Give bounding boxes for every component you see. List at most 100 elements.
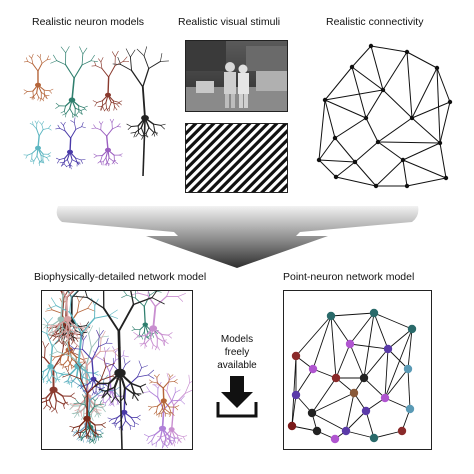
- bio-central-neuron-basal: [139, 383, 147, 388]
- bio-neuron-20-basal: [94, 432, 96, 438]
- bio-neuron-17-basal: [91, 391, 94, 396]
- bio-neuron-17-basal: [93, 391, 98, 395]
- bio-neuron-13-basal: [164, 436, 167, 445]
- bio-neuron-17-basal: [87, 378, 95, 385]
- bio-neuron-15-apical: [94, 404, 101, 407]
- bio-neuron-22-apical: [65, 291, 74, 299]
- bio-neuron-5-apical: [123, 357, 126, 366]
- bio-neuron-5-basal: [123, 411, 132, 418]
- bio-neuron-10-apical: [83, 325, 91, 334]
- point-neuron-graph: [287, 308, 417, 444]
- bio-neuron-10-basal: [74, 408, 79, 412]
- bio-neuron-2-basal: [70, 395, 76, 400]
- neuron-morphology-7-basal: [100, 160, 103, 166]
- neuron-morphology-4-basal: [160, 124, 165, 130]
- bio-neuron-14-basal: [56, 327, 61, 333]
- point-network-edge: [363, 348, 389, 379]
- neuron-morphology-1-basal: [37, 97, 39, 101]
- bio-central-neuron-apical: [86, 296, 105, 309]
- neuron-morphology-2-basal: [80, 108, 86, 111]
- point-network-edge: [363, 377, 386, 399]
- bio-neuron-2-basal: [55, 399, 64, 405]
- bio-neuron-20-basal: [87, 427, 91, 435]
- bio-neuron-15-basal: [99, 434, 103, 438]
- bio-neuron-16-apical: [108, 309, 118, 316]
- bio-neuron-1-basal: [102, 399, 105, 404]
- bio-central-neuron-basal: [113, 386, 116, 398]
- bio-neuron-19-apical: [149, 379, 153, 383]
- bio-neuron-13-basal: [168, 435, 175, 440]
- bio-neuron-16-basal: [93, 371, 99, 374]
- neuron-morphology-5-basal: [31, 158, 35, 162]
- bio-neuron-18-basal: [156, 345, 160, 351]
- neuron-morphology-5-apical: [41, 124, 44, 130]
- bio-neuron-11-basal: [71, 335, 76, 339]
- bio-neuron-15-apical: [75, 399, 79, 404]
- bio-neuron-18-basal: [167, 334, 172, 339]
- bio-neuron-5-basal: [122, 420, 127, 427]
- neuron-morphology-7-basal: [93, 155, 98, 158]
- neuron-morphology-3-basal: [118, 100, 123, 103]
- bio-neuron-17-apical: [69, 344, 75, 349]
- neuron-morphology-2-basal: [80, 110, 83, 115]
- connectivity-edge: [318, 159, 337, 178]
- bio-neuron-16-apical: [94, 298, 99, 307]
- neuron-morphology-5-basal: [40, 160, 45, 164]
- bio-neuron-21-basal: [51, 330, 55, 335]
- neuron-morphology-7-basal: [112, 160, 115, 165]
- point-neuron-node: [403, 364, 413, 374]
- movie-scene-image: [186, 41, 287, 111]
- bio-neuron-16-apical: [108, 315, 119, 319]
- bio-neuron-12-basal: [82, 438, 84, 443]
- bio-neuron-5-basal: [136, 414, 141, 418]
- bio-neuron-7-apical: [45, 309, 53, 312]
- neuron-morphology-3-basal: [105, 94, 109, 104]
- bio-neuron-19-basal: [158, 408, 163, 414]
- neuron-morphology-3-apical: [108, 65, 116, 78]
- neuron-morphology-4-basal: [135, 132, 139, 138]
- bio-neuron-8-basal: [52, 336, 57, 341]
- grating-stripe: [251, 156, 287, 192]
- bio-neuron-7-basal: [67, 359, 72, 366]
- bio-neuron-19-apical: [156, 382, 164, 389]
- bio-neuron-2-basal: [52, 389, 58, 402]
- neuron-morphology-2-basal: [71, 99, 76, 109]
- bio-neuron-22-basal: [58, 318, 69, 326]
- neuron-morphology-4-basal: [130, 125, 139, 128]
- neuron-morphology-1-basal: [23, 91, 28, 95]
- bio-neuron-7-basal: [63, 359, 69, 365]
- bio-central-neuron-basal: [139, 386, 144, 394]
- bio-neuron-6-apical: [184, 389, 192, 394]
- bio-neuron-7-basal: [62, 364, 65, 369]
- bio-neuron-5-basal: [134, 422, 139, 425]
- neuron-morphology-2-basal: [60, 110, 65, 114]
- bio-neuron-17-apical: [91, 358, 95, 380]
- bio-neuron-7-apical: [76, 301, 80, 314]
- bio-neuron-18-basal: [162, 339, 167, 342]
- bio-neuron-16-apical: [70, 291, 78, 298]
- bio-neuron-16-basal: [81, 376, 89, 381]
- bio-neuron-17-basal: [91, 378, 95, 388]
- neuron-morphology-4-apical: [160, 53, 163, 62]
- neuron-morphology-4-basal: [153, 131, 156, 137]
- neuron-morphology-1-apical: [27, 61, 34, 65]
- bio-neuron-4-basal: [43, 365, 52, 372]
- bio-neuron-5-apical: [136, 367, 143, 378]
- grating-stripe: [260, 165, 287, 192]
- neuron-morphology-6-basal: [59, 157, 66, 161]
- neuron-morphology-4-apical: [130, 49, 136, 58]
- neuron-morphology-6-basal: [61, 162, 64, 166]
- bio-neuron-20-apical: [100, 375, 113, 381]
- bio-neuron-17-basal: [91, 386, 94, 393]
- bio-neuron-21-basal: [42, 324, 48, 326]
- neuron-morphology-2-basal: [72, 113, 77, 117]
- bio-neuron-20-apical: [105, 362, 116, 368]
- bio-neuron-9-apical: [56, 351, 72, 357]
- bio-neuron-21-basal: [69, 330, 73, 334]
- bio-neuron-19-basal: [163, 400, 170, 408]
- bio-neuron-15-apical: [99, 400, 102, 405]
- neuron-morphology-4-basal: [137, 117, 146, 127]
- bio-neuron-5-basal: [114, 417, 118, 423]
- point-neuron-node: [307, 408, 317, 418]
